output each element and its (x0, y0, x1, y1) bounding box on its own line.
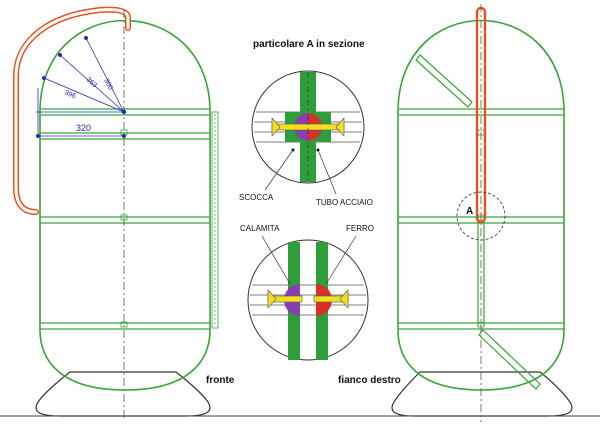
front-body-outline (39, 19, 211, 391)
dimension-300-label: 300 (102, 78, 114, 92)
label-scocca: SCOCCA (239, 193, 274, 202)
detail-upper-circle (251, 70, 365, 184)
right-view-label: fianco destro (338, 375, 401, 386)
right-base (391, 371, 573, 417)
detail-marker-label: A (466, 206, 473, 217)
detail-lower (247, 235, 369, 361)
front-view-label: fronte (206, 375, 235, 386)
right-side-view: A fianco destro (338, 4, 573, 422)
front-base (35, 371, 211, 417)
detail-lower-circle (247, 239, 369, 361)
label-calamita: CALAMITA (240, 224, 280, 233)
right-body-outline (397, 19, 565, 391)
section-title: particolare A in sezione (253, 39, 365, 50)
front-steel-tube (13, 6, 131, 215)
label-tubo-acciaio: TUBO ACCIAIO (316, 198, 373, 207)
front-view: 300 363 396 320 fronte (13, 6, 235, 418)
dimension-320-label: 320 (76, 123, 91, 133)
detail-marker-circle (456, 191, 506, 241)
front-dimension-lines (36, 36, 127, 138)
right-struts (415, 54, 541, 390)
section-detail: particolare A in sezione (239, 39, 374, 361)
front-hinge-strip (211, 111, 219, 329)
front-bands (40, 108, 210, 330)
detail-upper (251, 70, 365, 195)
dimension-396-label: 396 (63, 89, 77, 100)
lower-bolts (267, 289, 349, 309)
label-ferro: FERRO (346, 224, 374, 233)
front-steel-tube-inner (14, 8, 130, 214)
